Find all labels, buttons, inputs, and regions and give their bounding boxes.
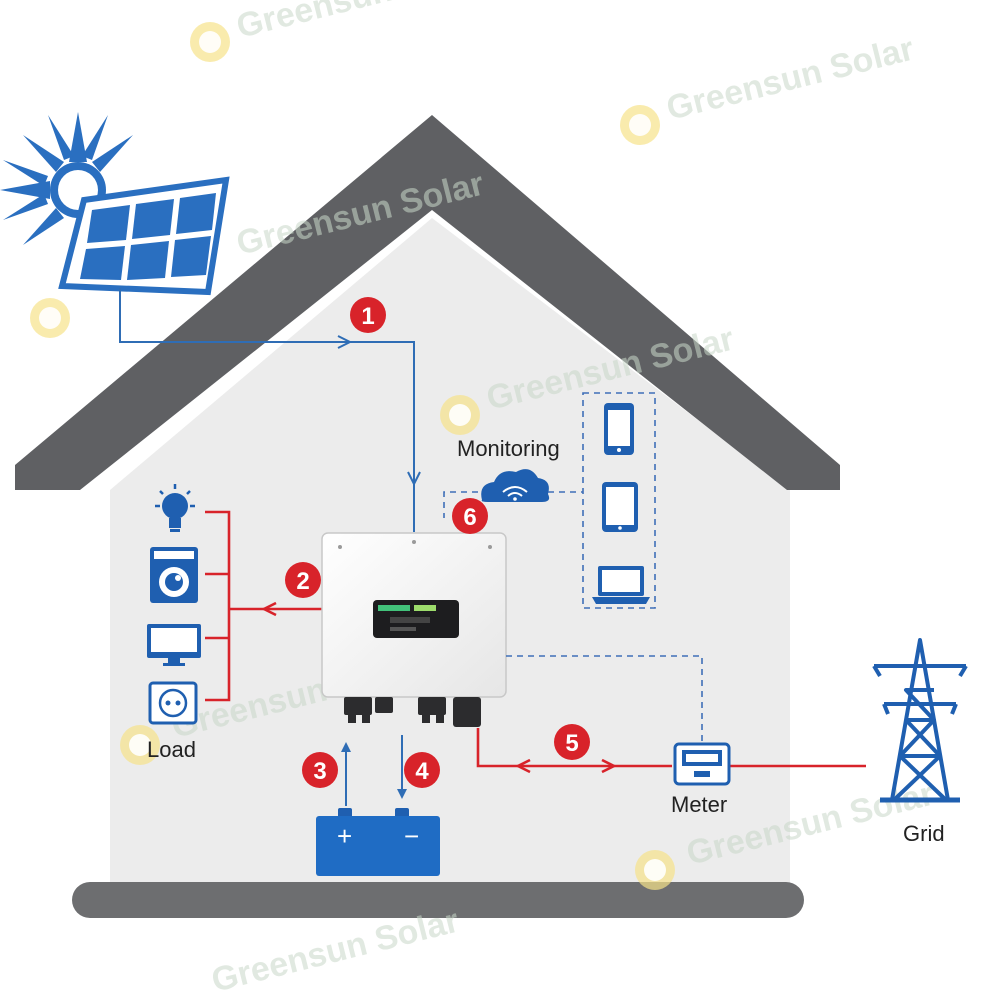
load-arrow-icon (261, 601, 277, 617)
meter-label: Meter (671, 792, 727, 817)
step-number: 2 (296, 568, 309, 595)
battery-positive-label: + (337, 821, 352, 851)
step-number: 3 (313, 758, 326, 785)
step-number: 6 (463, 504, 476, 531)
load-label: Load (147, 737, 196, 762)
step-badge-3: 3 (302, 752, 338, 788)
house-roof (15, 115, 840, 490)
devices-box (582, 392, 656, 609)
watermark-text: Greensun Solar (663, 30, 918, 128)
watermark-text: Greensun Solar (233, 0, 488, 46)
tablet-icon (602, 482, 638, 532)
hybrid-inverter-icon (321, 532, 507, 727)
laptop-icon (592, 566, 650, 604)
monitoring-label: Monitoring (457, 436, 560, 461)
washing-machine-icon (150, 547, 198, 603)
step-number: 5 (565, 730, 578, 757)
grid-label: Grid (903, 821, 945, 846)
step-badge-4: 4 (404, 752, 440, 788)
transmission-tower-icon (872, 638, 968, 803)
meter-comm-link (506, 655, 703, 742)
grid-arrow-left-icon (515, 758, 531, 774)
ground-bar (72, 882, 804, 918)
monitoring-inverter-link (443, 491, 478, 518)
pv-dc-line (119, 288, 421, 532)
electric-meter-icon (673, 742, 731, 786)
monitor-icon (147, 624, 201, 666)
light-bulb-icon (155, 484, 195, 532)
step-number: 4 (415, 758, 429, 785)
step-badge-6: 6 (452, 498, 488, 534)
battery-icon (316, 808, 440, 876)
step-number: 1 (361, 303, 374, 330)
solar-panel-icon (58, 176, 230, 296)
smartphone-icon (604, 403, 634, 455)
wifi-cloud-icon (481, 469, 550, 502)
battery-negative-label: − (404, 821, 419, 851)
grid-arrow-right-icon (601, 758, 617, 774)
power-socket-icon (148, 681, 198, 725)
step-badge-5: 5 (554, 724, 590, 760)
step-badge-1: 1 (350, 297, 386, 333)
load-ac-lines (205, 510, 322, 702)
grid-ac-line (476, 728, 866, 768)
step-badge-2: 2 (285, 562, 321, 598)
